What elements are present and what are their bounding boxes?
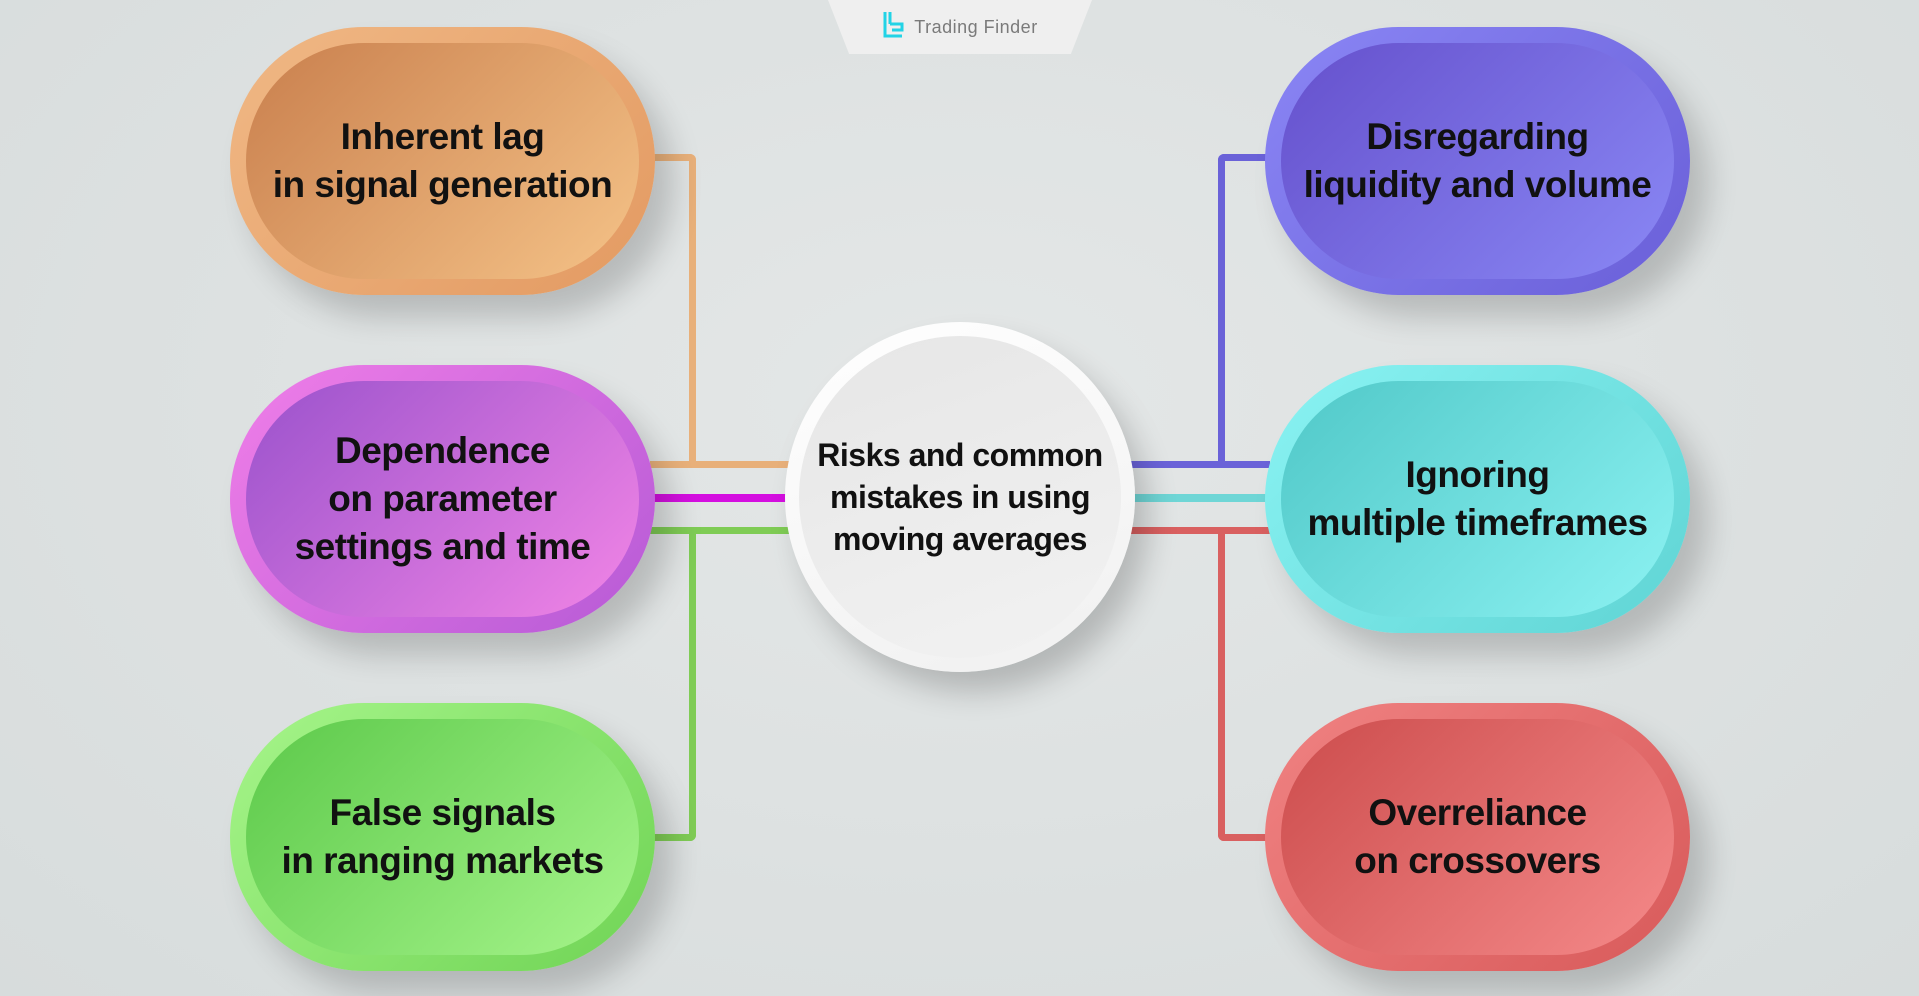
connector-lag <box>650 154 696 468</box>
item-text: on parameter <box>328 478 557 519</box>
item-inherent-lag: Inherent lag in signal generation <box>230 27 655 295</box>
connector-liquidity-h <box>1120 461 1225 468</box>
center-title-line: Risks and common <box>817 437 1103 473</box>
item-false-signals: False signals in ranging markets <box>230 703 655 971</box>
connector-crossovers <box>1218 527 1270 841</box>
connector-crossovers-h <box>1120 527 1225 534</box>
trading-finder-logo-icon <box>883 12 904 38</box>
connector-lag-h <box>690 461 800 468</box>
item-text: Dependence <box>334 430 551 471</box>
item-text: liquidity and volume <box>1303 164 1652 205</box>
item-timeframes: Ignoring multiple timeframes <box>1265 365 1690 633</box>
item-text: Inherent lag <box>340 116 545 157</box>
center-title-line: mistakes in using <box>829 479 1091 515</box>
item-text: Disregarding <box>1366 116 1589 157</box>
item-text: multiple timeframes <box>1307 502 1648 543</box>
item-text: Ignoring <box>1405 454 1550 495</box>
brand-name: Trading Finder <box>914 16 1038 37</box>
center-title-line: moving averages <box>833 521 1087 557</box>
connector-liquidity <box>1218 154 1270 468</box>
item-text: in signal generation <box>272 164 613 205</box>
item-liquidity: Disregarding liquidity and volume <box>1265 27 1690 295</box>
item-text: on crossovers <box>1354 840 1601 881</box>
connector-dependence <box>650 494 800 502</box>
item-dependence: Dependence on parameter settings and time <box>230 365 655 633</box>
center-topic: Risks and common mistakes in using movin… <box>785 322 1135 672</box>
item-text: settings and time <box>294 526 591 567</box>
connector-timeframes <box>1120 494 1270 502</box>
connector-false-signals <box>650 527 696 841</box>
brand-logo: Trading Finder <box>828 0 1092 54</box>
center-title: Risks and common mistakes in using movin… <box>817 434 1103 560</box>
item-text: in ranging markets <box>281 840 604 881</box>
connector-false-signals-h <box>690 527 800 534</box>
item-text: False signals <box>329 792 556 833</box>
item-crossovers: Overreliance on crossovers <box>1265 703 1690 971</box>
item-text: Overreliance <box>1368 792 1587 833</box>
